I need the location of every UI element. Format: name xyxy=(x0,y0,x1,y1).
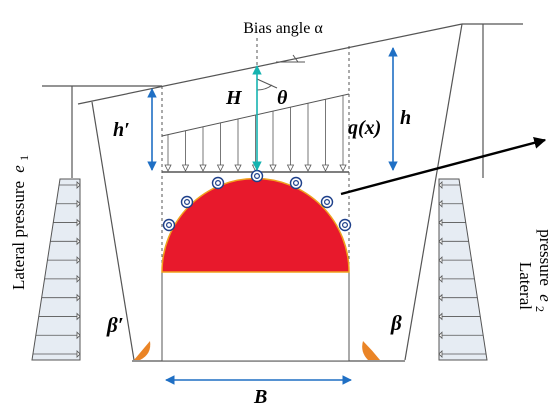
triangle-arrow-icon xyxy=(438,331,443,340)
triangle-arrow-icon xyxy=(76,274,81,283)
concentric-circle-inner xyxy=(342,222,349,229)
left-lateral-var: e xyxy=(9,165,28,173)
left-pressure-diagram xyxy=(31,178,81,361)
label-beta-prime: β′ xyxy=(106,313,124,337)
right-lateral-var: e xyxy=(536,294,550,302)
triangle-arrow-icon xyxy=(438,350,443,358)
label-h: h xyxy=(400,107,411,129)
tunnel-section xyxy=(161,177,350,362)
diagram-title: Bias angle α xyxy=(243,20,323,37)
label-h-prime: h′ xyxy=(113,119,130,141)
right-lateral-label: Lateral xyxy=(516,262,535,310)
surface-tick xyxy=(276,54,305,63)
triangle-arrow-icon xyxy=(76,181,81,189)
concentric-circle-inner xyxy=(254,173,261,180)
label-beta: β xyxy=(390,311,402,335)
beta-angle-fill xyxy=(362,341,380,360)
right-lateral-label-2: pressure e 2 xyxy=(533,229,550,312)
distributed-load xyxy=(161,93,350,173)
left-lateral-text: Lateral pressure xyxy=(9,181,28,290)
concentric-circle-inner xyxy=(215,180,222,187)
triangle-arrow-icon xyxy=(199,164,207,172)
triangle-arrow-icon xyxy=(234,164,242,172)
triangle-arrow-icon xyxy=(339,164,347,172)
triangle-arrow-icon xyxy=(286,164,295,172)
left-lateral-sub: 1 xyxy=(17,155,31,161)
triangle-arrow-icon xyxy=(76,350,81,358)
triangle-arrow-icon xyxy=(181,164,190,172)
triangle-arrow-icon xyxy=(269,164,277,172)
concentric-circle-inner xyxy=(166,222,173,229)
tunnel-crown xyxy=(161,177,350,273)
triangle-arrow-icon xyxy=(438,256,443,265)
concentric-circle-inner xyxy=(184,199,191,206)
pressure-trapezoid xyxy=(31,178,81,361)
concentric-circle-inner xyxy=(293,180,300,187)
label-q-x: q(x) xyxy=(348,117,381,139)
triangle-arrow-icon xyxy=(76,331,81,340)
triangle-arrow-icon xyxy=(438,199,443,208)
pressure-trapezoid xyxy=(438,178,488,361)
monitor-points xyxy=(162,169,352,232)
concentric-circle-inner xyxy=(324,199,331,206)
theta-angle-marker xyxy=(256,78,278,91)
triangle-arrow-icon xyxy=(438,293,443,302)
label-B: B xyxy=(253,386,267,408)
triangle-arrow-icon xyxy=(76,293,81,302)
label-theta: θ xyxy=(277,87,288,109)
pointer-arrow xyxy=(340,136,547,196)
triangle-arrow-icon xyxy=(438,312,443,321)
triangle-arrow-icon xyxy=(438,274,443,283)
left-lateral-label: Lateral pressure e 1 xyxy=(9,155,31,290)
right-lateral-text: pressure xyxy=(536,229,550,286)
svg-text:Lateral pressure e: Lateral pressure e 1 xyxy=(9,155,31,290)
triangle-arrow-icon xyxy=(76,218,81,227)
label-H: H xyxy=(225,87,243,109)
svg-text:pressure e 2: pressure e 2 xyxy=(533,229,550,312)
triangle-arrow-icon xyxy=(438,218,443,227)
right-pressure-diagram xyxy=(438,178,488,361)
triangle-arrow-icon xyxy=(216,164,225,172)
triangle-arrow-icon xyxy=(438,181,443,189)
triangle-arrow-icon xyxy=(164,164,172,172)
triangle-arrow-icon xyxy=(76,256,81,265)
triangle-arrow-icon xyxy=(321,164,330,172)
right-lateral-line1: Lateral xyxy=(516,262,535,310)
right-lateral-sub: 2 xyxy=(533,306,547,312)
triangle-arrow-icon xyxy=(304,164,312,172)
beta-prime-angle-fill xyxy=(134,341,151,360)
triangle-arrow-icon xyxy=(76,199,81,208)
triangle-arrow-icon xyxy=(438,237,443,246)
triangle-arrow-icon xyxy=(76,312,81,321)
triangle-arrow-icon xyxy=(76,237,81,246)
